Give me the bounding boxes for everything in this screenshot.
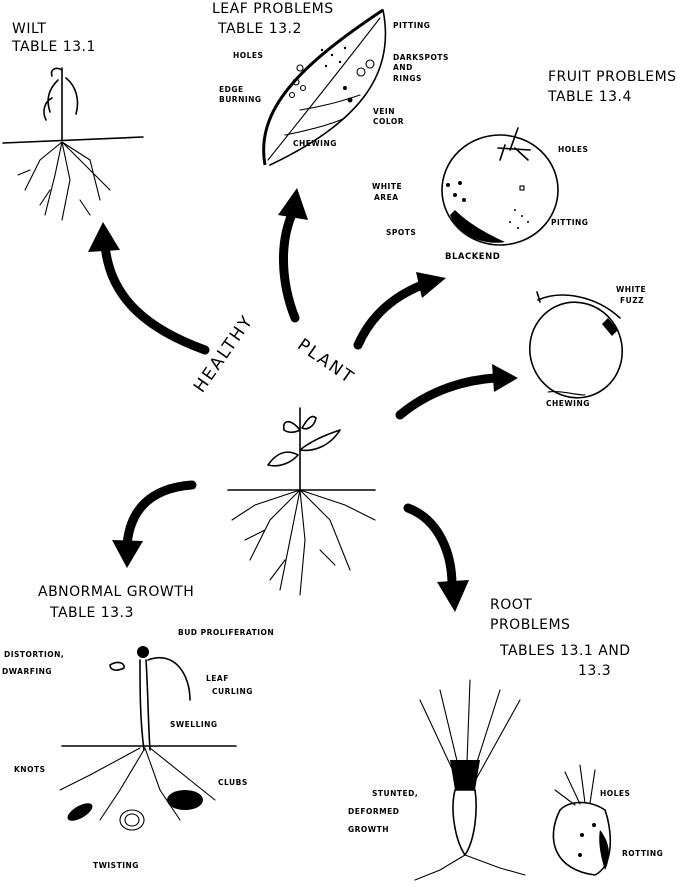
fruit-white-fuzz-label-2: FUZZ xyxy=(620,296,645,305)
leaf-title: LEAF PROBLEMS xyxy=(212,1,334,17)
fruit-white-area-label-2: AREA xyxy=(374,193,399,202)
leaf-vein-color-label-2: COLOR xyxy=(373,117,405,126)
tomato-drawing xyxy=(441,127,559,246)
fruit-title: FRUIT PROBLEMS xyxy=(548,69,677,85)
healthy-plant-drawing xyxy=(227,407,376,596)
abnormal-distortion-label-1: DISTORTION, xyxy=(4,650,65,659)
arrow-to-fruit-2 xyxy=(395,364,518,420)
fruit-spots-label: SPOTS xyxy=(386,228,417,237)
abnormal-table: TABLE 13.3 xyxy=(50,605,134,621)
leaf-chewing-label: CHEWING xyxy=(293,139,337,148)
root-stunted-label-1: STUNTED, xyxy=(372,789,419,798)
leaf-vein-color-label-1: VEIN xyxy=(373,107,395,116)
abnormal-swelling-label: SWELLING xyxy=(170,720,218,729)
arrow-to-wilt xyxy=(88,222,210,355)
carrot-drawing xyxy=(414,679,526,881)
arrow-to-abnormal xyxy=(112,480,197,568)
arrow-to-root xyxy=(403,503,469,612)
abnormal-bud-proliferation-label: BUD PROLIFERATION xyxy=(178,628,275,637)
fruit-blackend-label: BLACKEND xyxy=(445,252,501,262)
leaf-darkspots-label-1: DARKSPOTS xyxy=(393,53,449,62)
fruit-chewing-label: CHEWING xyxy=(546,399,590,408)
wilted-plant-drawing xyxy=(2,67,144,221)
abnormal-distortion-label-2: DWARFING xyxy=(2,667,53,676)
root-table-1: TABLES 13.1 AND xyxy=(500,643,631,659)
abnormal-title: ABNORMAL GROWTH xyxy=(38,584,195,600)
root-title-1: ROOT xyxy=(490,597,533,613)
fruit-table: TABLE 13.4 xyxy=(548,89,632,105)
leaf-darkspots-label-2: AND xyxy=(393,63,413,72)
arrow-to-fruit xyxy=(353,272,446,350)
abnormal-twisting-label: TWISTING xyxy=(93,861,139,870)
root-title-2: PROBLEMS xyxy=(490,617,571,633)
leaf-drawing xyxy=(262,8,387,166)
leaf-darkspots-label-3: RINGS xyxy=(393,74,422,83)
turnip-drawing xyxy=(552,764,612,876)
arrow-to-leaf xyxy=(278,188,308,323)
leaf-holes-label: HOLES xyxy=(233,51,264,60)
root-stunted-label-2: DEFORMED xyxy=(348,807,400,816)
abnormal-plant-drawing xyxy=(59,646,237,831)
abnormal-clubs-label: CLUBS xyxy=(218,778,248,787)
fruit-drawing xyxy=(528,291,624,399)
root-holes-label: HOLES xyxy=(600,789,631,798)
root-table-2: 13.3 xyxy=(578,663,612,679)
abnormal-leaf-curling-label-1: LEAF xyxy=(206,674,229,683)
fruit-pitting-label: PITTING xyxy=(551,218,589,227)
fruit-white-area-label-1: WHITE xyxy=(372,182,403,191)
leaf-pitting-label: PITTING xyxy=(393,21,431,30)
fruit-white-fuzz-label-1: WHITE xyxy=(616,285,647,294)
fruit-holes-label: HOLES xyxy=(558,145,589,154)
leaf-edge-burning-label-1: EDGE xyxy=(219,85,244,94)
abnormal-knots-label: KNOTS xyxy=(14,765,46,774)
wilt-title: WILT xyxy=(12,21,47,37)
root-rotting-label: ROTTING xyxy=(622,849,664,858)
leaf-edge-burning-label-2: BURNING xyxy=(219,95,262,104)
abnormal-leaf-curling-label-2: CURLING xyxy=(212,687,253,696)
wilt-table: TABLE 13.1 xyxy=(12,39,96,55)
root-stunted-label-3: GROWTH xyxy=(348,825,389,834)
leaf-table: TABLE 13.2 xyxy=(218,21,302,37)
